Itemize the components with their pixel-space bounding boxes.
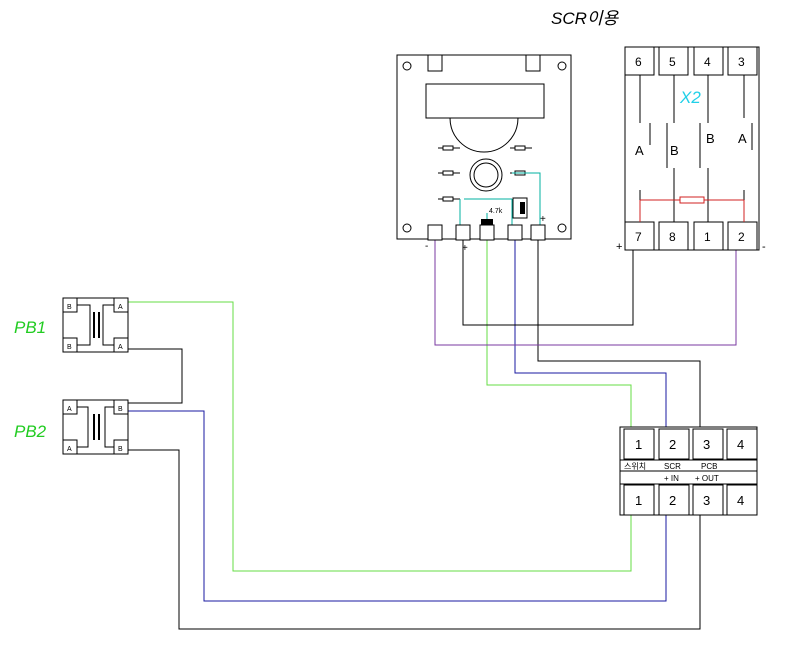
scr-plus: +	[462, 243, 468, 254]
pb2-left-bottom: A	[67, 446, 72, 453]
relay-bottom-1: 1	[704, 230, 711, 244]
relay-contact-b-left: B	[670, 143, 679, 158]
black-wire-pb1-pb2	[128, 348, 183, 404]
green-wire-scr	[486, 240, 632, 427]
purple-wire-relay2	[434, 240, 737, 346]
block-top-4: 4	[737, 437, 744, 452]
scr-resistor-label: 4.7k	[489, 208, 503, 215]
relay-minus: -	[762, 241, 766, 253]
relay-top-5: 5	[669, 55, 676, 69]
relay-bottom-2: 2	[738, 230, 745, 244]
wires	[128, 240, 737, 630]
pb1-label: PB1	[14, 318, 46, 337]
pb2-right-top: B	[118, 406, 123, 413]
scr-board: 4.7k + - +	[396, 54, 572, 254]
relay-contact-a-left: A	[635, 143, 644, 158]
black-wire-relay7	[462, 240, 634, 326]
scr-plus-right: +	[540, 214, 546, 225]
relay-x2: 6 5 4 3 7 8 1 2 X2 A B B A	[616, 46, 766, 253]
pb1-right-top: A	[118, 304, 123, 311]
terminal-block: 1 2 3 4 1 2 3 4 스위치 SCR PCB + IN + OUT	[619, 426, 758, 516]
green-wire-pb1	[128, 301, 632, 572]
block-label-in: + IN	[664, 474, 679, 483]
pb1-left-top: B	[67, 304, 72, 311]
block-top-3: 3	[703, 437, 710, 452]
relay-top-3: 3	[738, 55, 745, 69]
diagram-title: SCR이용	[551, 9, 620, 28]
block-label-switch: 스위치	[624, 462, 646, 471]
relay-bottom-8: 8	[669, 230, 676, 244]
pb1-switch: B B A A PB1	[14, 297, 129, 353]
block-label-out: + OUT	[695, 474, 719, 483]
relay-label: X2	[679, 88, 701, 107]
pb2-left-top: A	[67, 406, 72, 413]
pb2-switch: A A B B PB2	[14, 399, 129, 455]
block-label-scr: SCR	[664, 462, 681, 471]
block-bottom-4: 4	[737, 493, 744, 508]
relay-top-6: 6	[635, 55, 642, 69]
black-wire-pb2	[128, 449, 701, 630]
relay-top-4: 4	[704, 55, 711, 69]
relay-contact-b-right: B	[706, 131, 715, 146]
block-bottom-2: 2	[669, 493, 676, 508]
pb2-label: PB2	[14, 422, 47, 441]
block-top-1: 1	[635, 437, 642, 452]
relay-bottom-7: 7	[635, 230, 642, 244]
block-label-pcb: PCB	[701, 462, 717, 471]
pb1-left-bottom: B	[67, 344, 72, 351]
black-wire-scr	[537, 240, 701, 427]
pb1-right-bottom: A	[118, 344, 123, 351]
block-bottom-1: 1	[635, 493, 642, 508]
pb2-right-bottom: B	[118, 446, 123, 453]
relay-plus: +	[616, 241, 622, 253]
blue-wire-pb2	[128, 410, 667, 602]
block-top-2: 2	[669, 437, 676, 452]
relay-contact-a-right: A	[738, 131, 747, 146]
blue-wire-scr	[514, 240, 667, 427]
scr-minus: -	[425, 241, 428, 252]
block-bottom-3: 3	[703, 493, 710, 508]
